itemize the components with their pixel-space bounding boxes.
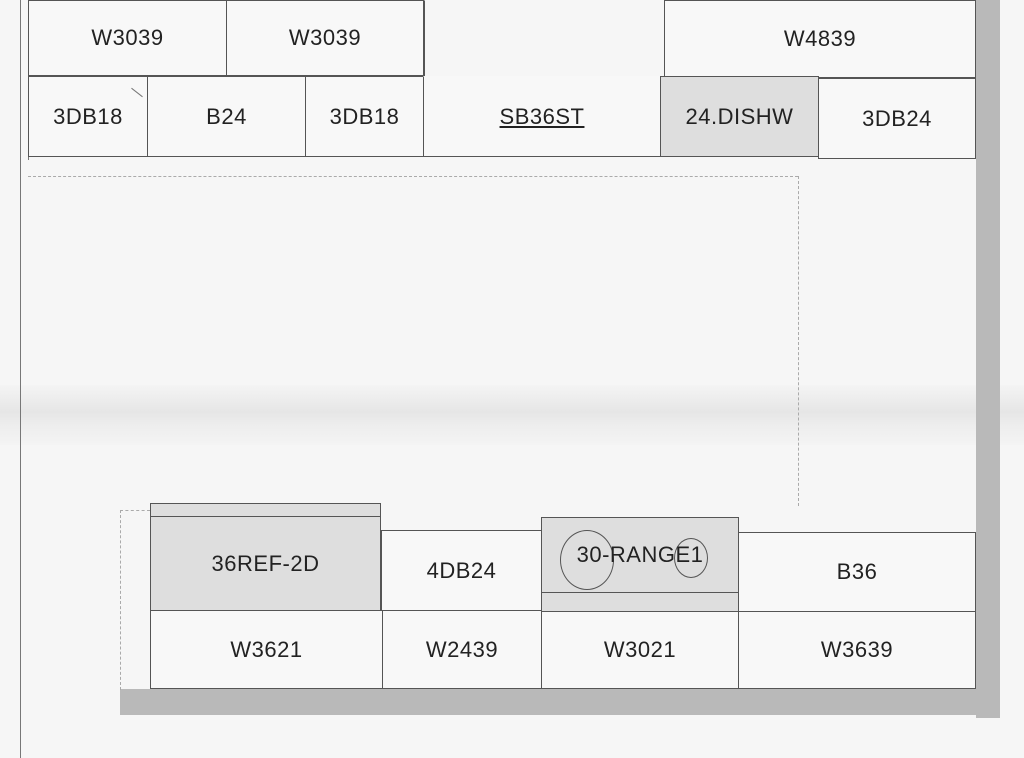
cabinet-label: 4DB24 [426,557,497,583]
right-wall [976,0,1000,718]
range-front-panel [541,592,739,612]
cabinet-w4839[interactable]: W4839 [664,0,976,78]
cabinet-b24[interactable]: B24 [147,76,306,157]
appliance-label: 24.DISHW [685,103,794,129]
cabinet-3db18-left[interactable]: 3DB18 [28,76,148,157]
cabinet-w3039-left[interactable]: W3039 [28,0,227,76]
appliance-label: 30-RANGE1 [576,542,704,567]
cabinet-label: W4839 [783,26,857,51]
cabinet-label: B24 [206,103,247,129]
countertop-edge-top [28,176,798,177]
countertop-edge-right [798,176,799,506]
cabinet-w3621[interactable]: W3621 [150,610,383,689]
cabinet-label: W3621 [230,636,303,662]
cabinet-label: W3039 [288,25,362,50]
bottom-wall [120,689,1000,715]
appliance-range[interactable]: 30-RANGE1 [541,517,739,593]
sink-window-area [424,0,662,78]
appliance-dishwasher[interactable]: 24.DISHW [660,76,819,157]
cabinet-3db24[interactable]: 3DB24 [818,78,976,159]
cabinet-label: 3DB24 [862,105,932,131]
left-margin-line [20,0,21,758]
cabinet-label: 3DB18 [329,103,400,129]
cabinet-w3021[interactable]: W3021 [541,611,739,689]
appliance-label: 36REF-2D [211,550,320,576]
cabinet-label: W2439 [425,636,499,662]
cabinet-label: B36 [836,559,878,584]
cabinet-w2439[interactable]: W2439 [382,610,542,689]
burner-right-icon [674,538,708,578]
appliance-refrigerator[interactable]: 36REF-2D [150,516,381,611]
countertop-edge-left [120,510,121,690]
cabinet-4db24[interactable]: 4DB24 [381,530,542,611]
cabinet-sb36st[interactable]: SB36ST [423,76,661,157]
cabinet-3db18-right[interactable]: 3DB18 [305,76,424,157]
countertop-edge-bottom-left [120,510,150,511]
refrigerator-top-panel [150,503,381,517]
cabinet-label: 3DB18 [53,103,123,129]
cabinet-label: W3639 [820,637,894,662]
cabinet-b36[interactable]: B36 [738,532,976,612]
cabinet-label: SB36ST [499,103,585,129]
burner-left-icon [560,530,614,590]
paper-fold [0,385,1024,445]
cabinet-w3039-right[interactable]: W3039 [226,0,424,76]
cabinet-label: W3039 [91,25,164,50]
cabinet-w3639[interactable]: W3639 [738,611,976,689]
cabinet-label: W3021 [603,637,677,662]
